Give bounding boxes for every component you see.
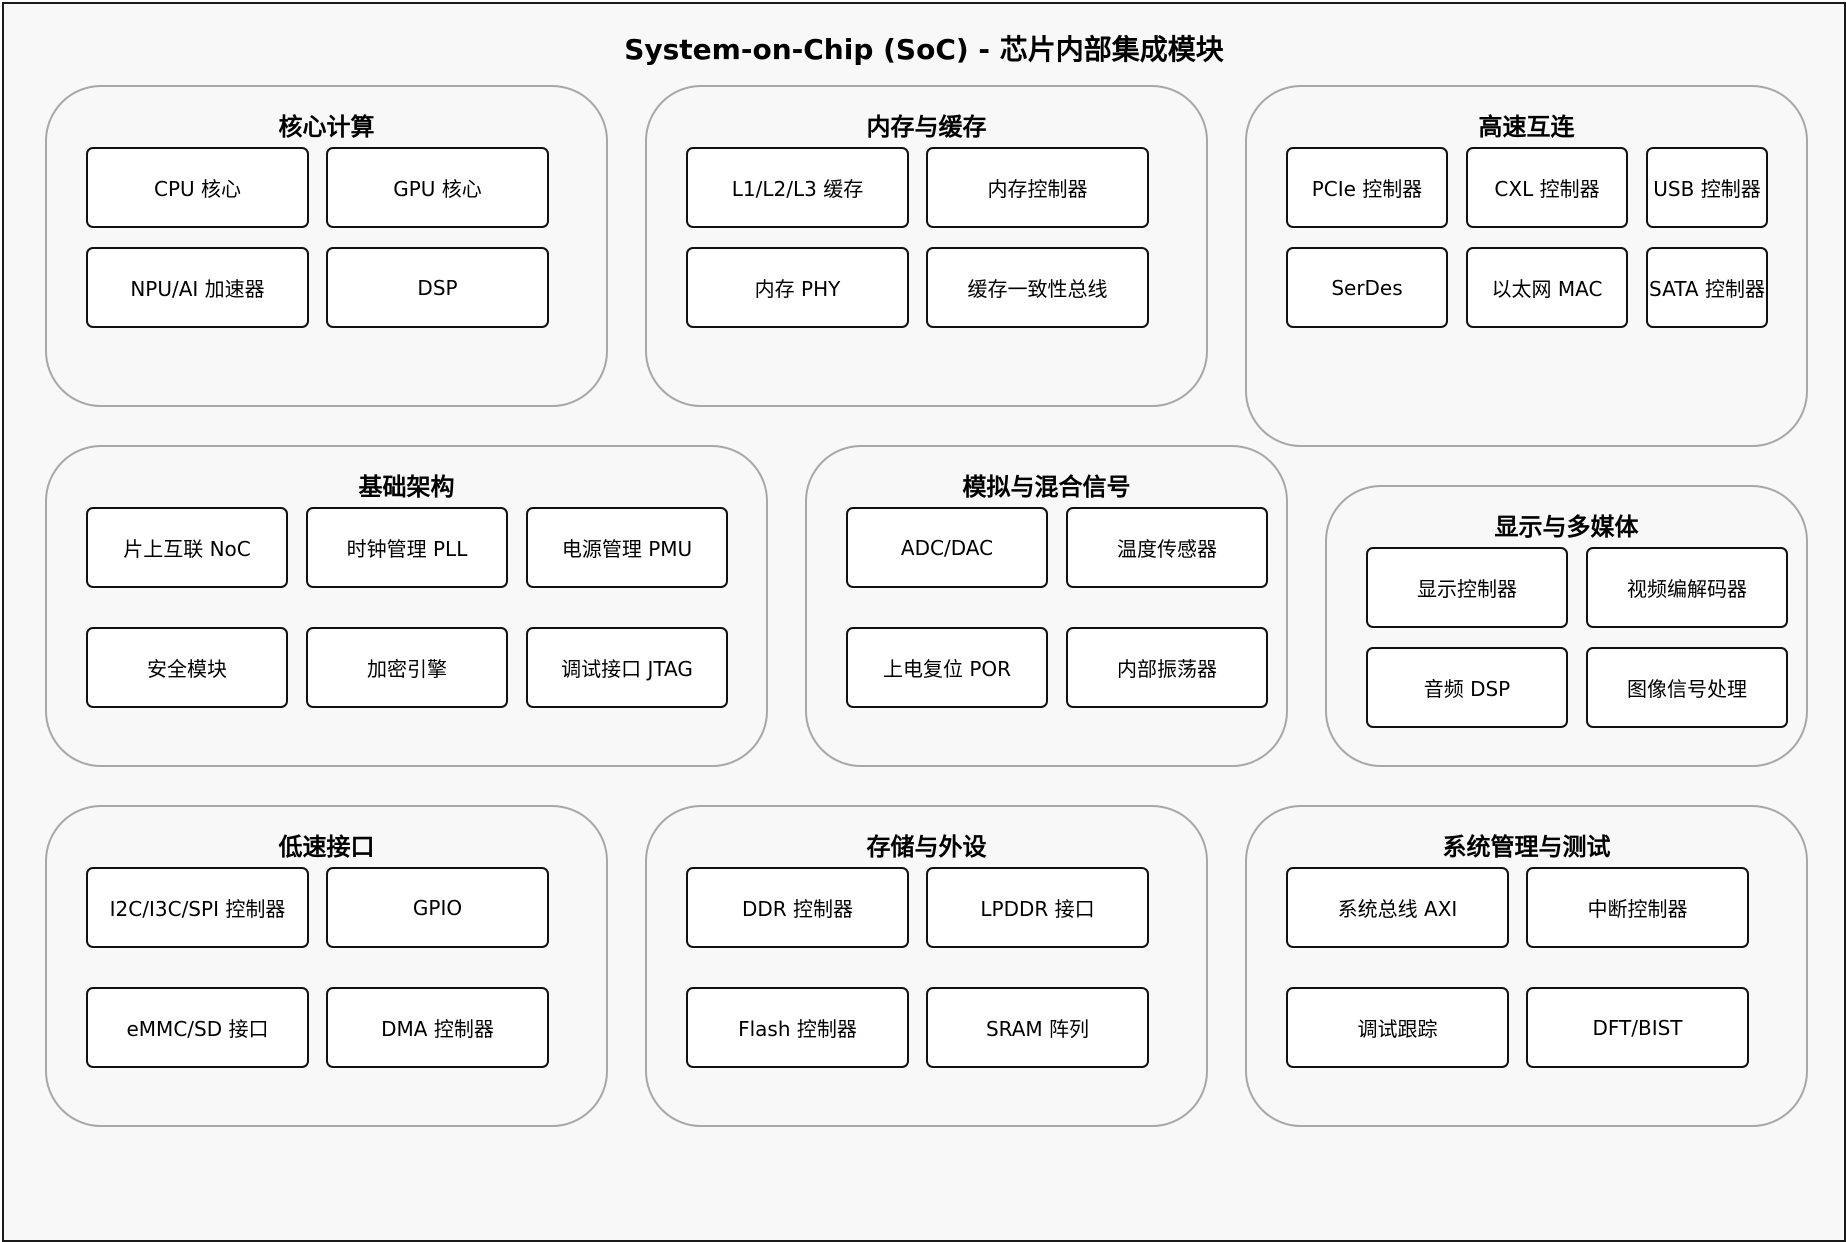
group-infrastructure: 基础架构 片上互联 NoC 时钟管理 PLL 电源管理 PMU 安全模块 加密引…: [45, 445, 768, 767]
diagram-title: System-on-Chip (SoC) - 芯片内部集成模块: [624, 33, 1224, 66]
component-dft-bist: DFT/BIST: [1526, 987, 1749, 1068]
component-flash-controller: Flash 控制器: [686, 987, 909, 1068]
component-cache-coherence-bus: 缓存一致性总线: [926, 247, 1149, 328]
component-memory-controller: 内存控制器: [926, 147, 1149, 228]
component-usb-controller: USB 控制器: [1646, 147, 1768, 228]
component-internal-oscillator: 内部振荡器: [1066, 627, 1268, 708]
group-title: 基础架构: [358, 473, 455, 501]
component-temperature-sensor: 温度传感器: [1066, 507, 1268, 588]
component-power-on-reset: 上电复位 POR: [846, 627, 1048, 708]
group-low-speed-interfaces: 低速接口 I2C/I3C/SPI 控制器 GPIO eMMC/SD 接口 DMA…: [45, 805, 608, 1127]
group-storage-peripherals: 存储与外设 DDR 控制器 LPDDR 接口 Flash 控制器 SRAM 阵列: [645, 805, 1208, 1127]
component-debug-jtag: 调试接口 JTAG: [526, 627, 728, 708]
component-emmc-sd-interface: eMMC/SD 接口: [86, 987, 309, 1068]
component-dsp: DSP: [326, 247, 549, 328]
component-sram-array: SRAM 阵列: [926, 987, 1149, 1068]
component-lpddr-interface: LPDDR 接口: [926, 867, 1149, 948]
group-title: 系统管理与测试: [1442, 833, 1611, 861]
component-clock-pll: 时钟管理 PLL: [306, 507, 508, 588]
component-ethernet-mac: 以太网 MAC: [1466, 247, 1628, 328]
component-cxl-controller: CXL 控制器: [1466, 147, 1628, 228]
group-title: 高速互连: [1478, 113, 1575, 141]
component-noc-interconnect: 片上互联 NoC: [86, 507, 288, 588]
component-adc-dac: ADC/DAC: [846, 507, 1048, 588]
group-display-multimedia: 显示与多媒体 显示控制器 视频编解码器 音频 DSP 图像信号处理: [1325, 485, 1808, 767]
group-title: 显示与多媒体: [1494, 513, 1639, 541]
component-gpu-core: GPU 核心: [326, 147, 549, 228]
group-core-compute: 核心计算 CPU 核心 GPU 核心 NPU/AI 加速器 DSP: [45, 85, 608, 407]
component-crypto-engine: 加密引擎: [306, 627, 508, 708]
component-interrupt-controller: 中断控制器: [1526, 867, 1749, 948]
component-dma-controller: DMA 控制器: [326, 987, 549, 1068]
group-system-management-test: 系统管理与测试 系统总线 AXI 中断控制器 调试跟踪 DFT/BIST: [1245, 805, 1808, 1127]
component-debug-trace: 调试跟踪: [1286, 987, 1509, 1068]
component-cpu-core: CPU 核心: [86, 147, 309, 228]
group-title: 内存与缓存: [866, 113, 987, 141]
component-gpio: GPIO: [326, 867, 549, 948]
group-memory-cache: 内存与缓存 L1/L2/L3 缓存 内存控制器 内存 PHY 缓存一致性总线: [645, 85, 1208, 407]
component-serdes: SerDes: [1286, 247, 1448, 328]
group-title: 模拟与混合信号: [962, 473, 1131, 501]
component-pcie-controller: PCIe 控制器: [1286, 147, 1448, 228]
component-security-module: 安全模块: [86, 627, 288, 708]
group-title: 核心计算: [278, 113, 375, 141]
component-ddr-controller: DDR 控制器: [686, 867, 909, 948]
component-display-controller: 显示控制器: [1366, 547, 1568, 628]
component-l1-l2-l3-cache: L1/L2/L3 缓存: [686, 147, 909, 228]
group-title: 存储与外设: [866, 833, 987, 861]
group-analog-mixed-signal: 模拟与混合信号 ADC/DAC 温度传感器 上电复位 POR 内部振荡器: [805, 445, 1288, 767]
component-sata-controller: SATA 控制器: [1646, 247, 1768, 328]
component-power-pmu: 电源管理 PMU: [526, 507, 728, 588]
component-audio-dsp: 音频 DSP: [1366, 647, 1568, 728]
component-video-codec: 视频编解码器: [1586, 547, 1788, 628]
component-system-bus-axi: 系统总线 AXI: [1286, 867, 1509, 948]
component-image-signal-processor: 图像信号处理: [1586, 647, 1788, 728]
group-high-speed-interconnect: 高速互连 PCIe 控制器 CXL 控制器 USB 控制器 SerDes 以太网…: [1245, 85, 1808, 447]
component-i2c-i3c-spi-controller: I2C/I3C/SPI 控制器: [86, 867, 309, 948]
component-npu-ai-accelerator: NPU/AI 加速器: [86, 247, 309, 328]
component-memory-phy: 内存 PHY: [686, 247, 909, 328]
group-title: 低速接口: [278, 833, 375, 861]
